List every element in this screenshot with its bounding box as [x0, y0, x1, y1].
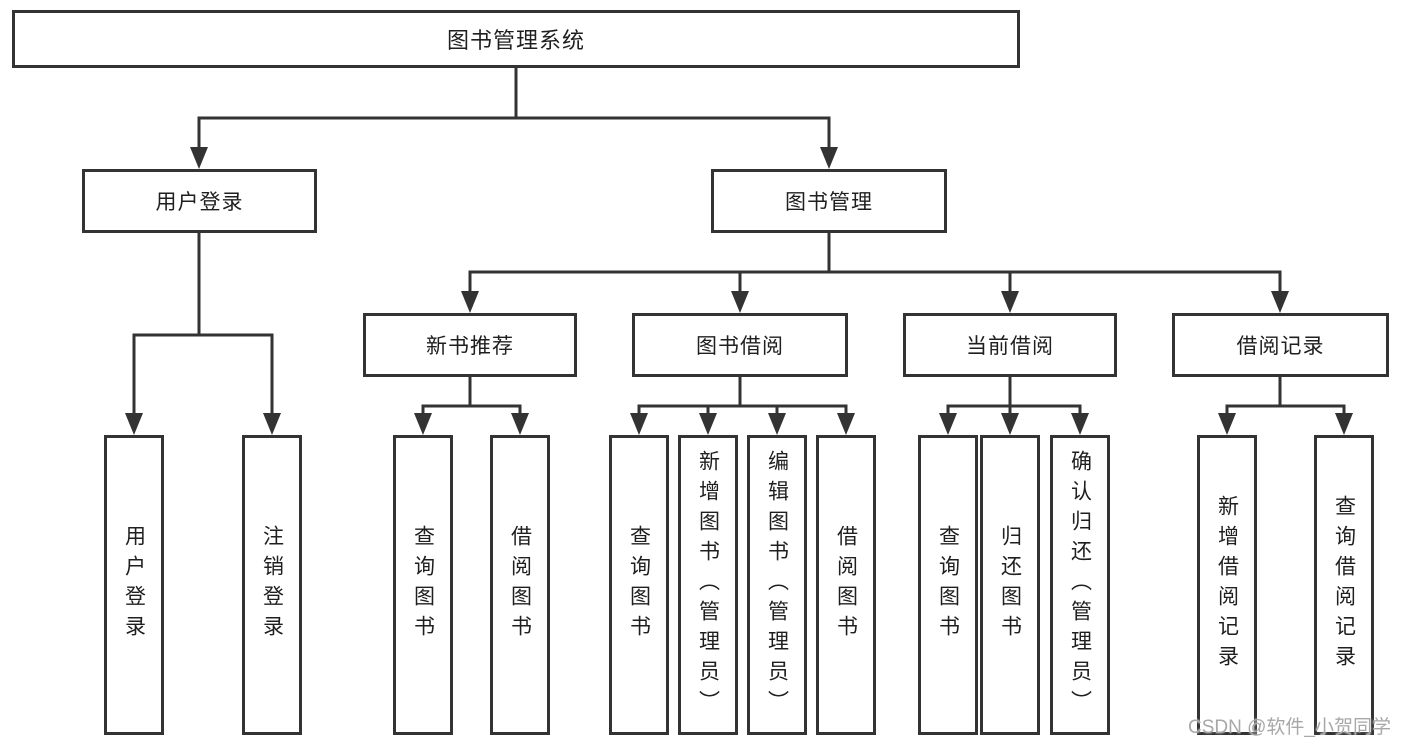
leaf-label: 用户登录 [122, 525, 146, 645]
leaf-label: 查询图书 [627, 525, 651, 645]
leaf-label: 确认归还（管理员） [1068, 450, 1092, 720]
leaf-label: 查询图书 [936, 525, 960, 645]
connector-root [197, 66, 831, 151]
leaf-borrow-book: 借阅图书 [816, 435, 876, 735]
leaf-edit-book-admin: 编辑图书（管理员） [747, 435, 807, 735]
node-current-borrow: 当前借阅 [903, 313, 1117, 377]
node-borrow-records: 借阅记录 [1172, 313, 1389, 377]
leaf-label: 借阅图书 [508, 525, 532, 645]
connector-login-group [132, 231, 274, 417]
node-new-book-recommend: 新书推荐 [363, 313, 577, 377]
leaf-recommend-query-book: 查询图书 [393, 435, 453, 735]
connector-records-group [1225, 375, 1346, 417]
leaf-logout: 注销登录 [242, 435, 302, 735]
leaf-label: 查询图书 [411, 525, 435, 645]
leaf-return-book: 归还图书 [980, 435, 1040, 735]
leaf-label: 查询借阅记录 [1332, 495, 1356, 675]
connector-borrow-group [637, 375, 848, 417]
leaf-borrow-query-book: 查询图书 [609, 435, 669, 735]
leaf-label: 编辑图书（管理员） [765, 450, 789, 720]
leaf-query-borrow-record: 查询借阅记录 [1314, 435, 1374, 735]
leaf-confirm-return-admin: 确认归还（管理员） [1050, 435, 1110, 735]
leaf-label: 注销登录 [260, 525, 284, 645]
node-book-borrow: 图书借阅 [632, 313, 848, 377]
leaf-current-query-book: 查询图书 [918, 435, 978, 735]
arrowheads [125, 147, 1353, 435]
leaf-label: 借阅图书 [834, 525, 858, 645]
csdn-watermark: CSDN @软件_小贺同学 [1188, 717, 1391, 738]
connector-mgmt [468, 231, 1282, 295]
leaf-label: 新增图书（管理员） [696, 450, 720, 720]
leaf-label: 归还图书 [998, 525, 1022, 645]
connector-current-group [946, 375, 1082, 417]
node-book-management: 图书管理 [711, 169, 947, 233]
leaf-recommend-borrow-book: 借阅图书 [490, 435, 550, 735]
node-root: 图书管理系统 [12, 10, 1020, 68]
connector-recommend-group [421, 375, 522, 417]
leaf-user-login: 用户登录 [104, 435, 164, 735]
leaf-label: 新增借阅记录 [1215, 495, 1239, 675]
node-user-login: 用户登录 [82, 169, 317, 233]
leaf-add-book-admin: 新增图书（管理员） [678, 435, 738, 735]
leaf-add-borrow-record: 新增借阅记录 [1197, 435, 1257, 735]
